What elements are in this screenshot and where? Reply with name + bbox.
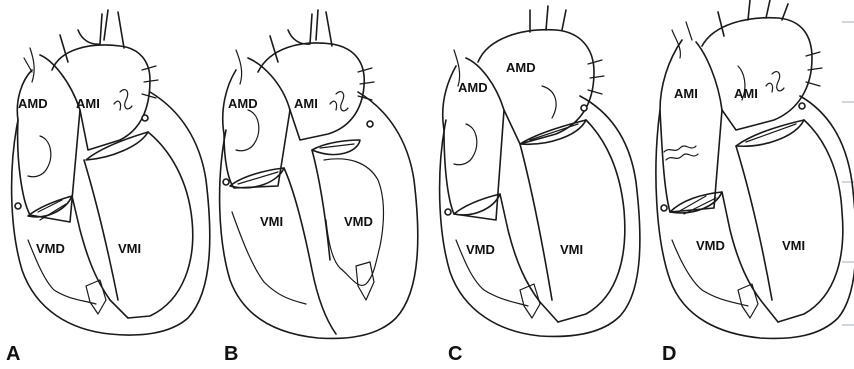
label-upper-right: AMI [76, 96, 100, 111]
heart-outline [440, 6, 640, 336]
label-lower-left: VMD [36, 241, 65, 256]
panel-letter: C [448, 343, 462, 364]
panel-letter: D [662, 343, 676, 364]
label-lower-right: VMI [782, 238, 805, 253]
label-lower-left: VMD [696, 238, 725, 253]
heart-outline [12, 10, 210, 335]
label-lower-right: VMI [560, 242, 583, 257]
heart-outline [220, 10, 418, 338]
label-lower-right: VMI [118, 241, 141, 256]
heart-panel-d: AMI AMI VMD VMI D [656, 0, 854, 364]
label-lower-right: VMD [344, 214, 373, 229]
label-upper-left: AMD [18, 96, 48, 111]
panel-letter: B [224, 343, 238, 364]
label-upper-right: AMD [506, 60, 536, 75]
label-lower-left: VMD [466, 242, 495, 257]
label-upper-right: AMI [294, 96, 318, 111]
heart-outline [656, 0, 854, 338]
panel-letter: A [6, 343, 20, 364]
heart-panel-c: AMD AMD VMD VMI C [440, 6, 640, 364]
heart-panel-b: AMD AMI VMI VMD B [220, 10, 418, 364]
label-upper-left: AMD [228, 96, 258, 111]
heart-panel-a: AMD AMI VMD VMI A [6, 10, 210, 364]
label-upper-right: AMI [734, 86, 758, 101]
label-upper-left: AMD [458, 80, 488, 95]
label-lower-left: VMI [260, 214, 283, 229]
label-upper-left: AMI [674, 86, 698, 101]
edge-ticks [842, 22, 854, 325]
